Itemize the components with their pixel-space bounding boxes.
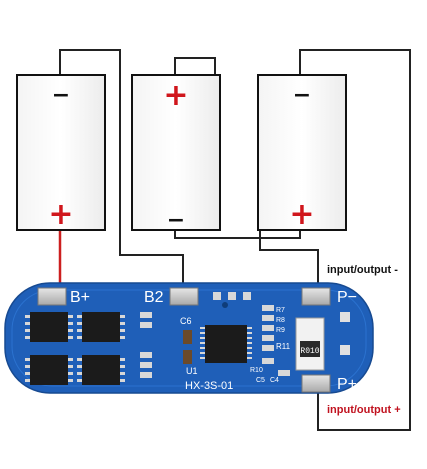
board-model-label: HX-3S-01 (185, 380, 233, 392)
control-ic (200, 325, 252, 363)
smd-components (140, 292, 350, 378)
cell-3-bottom-sign: + (289, 197, 314, 232)
p-plus-pad (301, 374, 331, 393)
wire-cell3-pos-to-pminus (259, 230, 319, 288)
wire-cell1-neg-to-cell2-frame (59, 49, 121, 75)
b2-label: B2 (144, 289, 164, 306)
r10-label: R10 (250, 367, 263, 374)
c6-label: C6 (180, 316, 192, 326)
b2-pad (169, 287, 199, 306)
shunt-resistor-code: R010 (300, 347, 319, 356)
battery-cell-1: − + (16, 74, 106, 232)
cell-2-bottom-sign: − (167, 208, 185, 233)
wire-cell3-top-to-output (299, 49, 411, 431)
b-plus-pad (37, 287, 67, 306)
output-minus-label: input/output - (327, 264, 398, 276)
r8-label: R8 (276, 317, 285, 324)
r9-label: R9 (276, 327, 285, 334)
c5-label: C5 (256, 377, 265, 384)
p-minus-label: P− (337, 289, 357, 306)
mosfet-chips (25, 312, 125, 385)
c4-label: C4 (270, 377, 279, 384)
cell-1-bottom-sign: + (48, 197, 73, 232)
cell-3-top-sign: − (293, 83, 311, 108)
protection-board: B+ B2 P− P+ (4, 282, 374, 394)
battery-cell-2: + − (131, 74, 221, 233)
u1-label: U1 (186, 366, 198, 376)
r11-label: R11 (276, 342, 291, 351)
p-plus-label: P+ (337, 376, 357, 393)
output-plus-label: input/output + (327, 404, 401, 416)
cell-1-top-sign: − (52, 83, 70, 108)
r7-label: R7 (276, 307, 285, 314)
battery-cell-3: − + (257, 74, 347, 232)
b-plus-label: B+ (70, 289, 90, 306)
wire-cell2-to-b2-pad (119, 75, 184, 288)
p-minus-pad (301, 287, 331, 306)
cell-2-top-sign: + (163, 78, 188, 113)
